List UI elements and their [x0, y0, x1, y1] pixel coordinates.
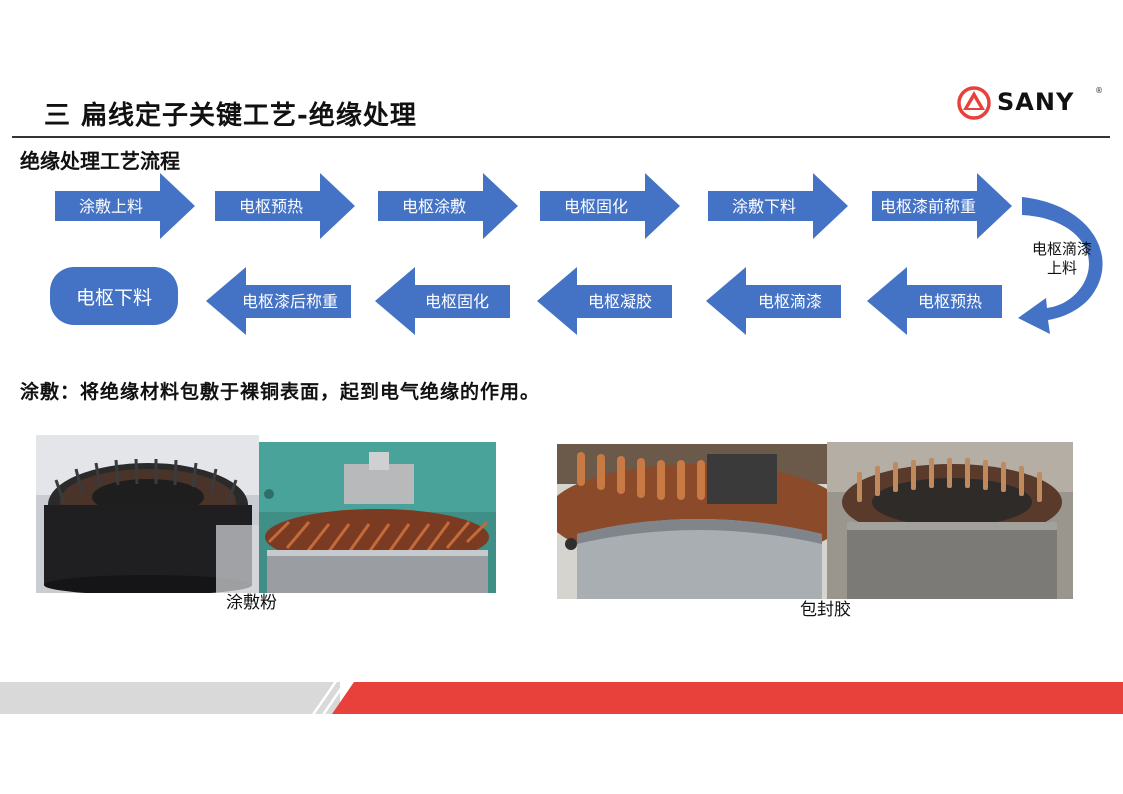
page-title: 三 扁线定子关键工艺-绝缘处理 — [44, 101, 417, 131]
step-label-1: 涂敷上料 — [78, 196, 143, 216]
sany-logo-icon — [957, 86, 991, 120]
flow-arrow-5 — [708, 173, 848, 239]
flow-arrow-2 — [215, 173, 355, 239]
logo-text: SANY — [997, 88, 1075, 116]
flow-arrow-11 — [206, 267, 351, 335]
caption-potting-glue: 包封胶 — [800, 600, 851, 620]
turn-label: 电枢滴漆上料 — [1031, 240, 1092, 277]
step-label-10: 电枢固化 — [424, 292, 489, 311]
step-label-6: 电枢漆前称重 — [879, 196, 976, 216]
step-label-3: 电枢涂敷 — [401, 196, 466, 216]
flow-arrow-3 — [378, 173, 518, 239]
potting-photo-2 — [827, 442, 1073, 599]
flow-arrow-7 — [867, 267, 1002, 335]
registered-mark: ® — [1095, 86, 1103, 95]
step-label-2: 电枢预热 — [238, 196, 303, 216]
step-label-11: 电枢漆后称重 — [241, 291, 338, 311]
flow-arrow-1 — [55, 173, 195, 239]
step-label-9: 电枢凝胶 — [587, 292, 652, 311]
stator-coating-photo-2 — [259, 442, 496, 593]
flow-arrow-10 — [375, 267, 510, 335]
step-label-5: 涂敷下料 — [731, 196, 796, 216]
caption-coating-powder: 涂敷粉 — [226, 593, 277, 613]
process-description: 涂敷：将绝缘材料包敷于裸铜表面，起到电气绝缘的作用。 — [20, 381, 541, 403]
header-divider — [12, 136, 1110, 138]
section-subtitle: 绝缘处理工艺流程 — [20, 149, 180, 173]
flow-end-pill: 电枢下料 — [50, 267, 178, 325]
flow-arrow-6 — [872, 173, 1012, 239]
flow-arrow-4 — [540, 173, 680, 239]
step-label-8: 电枢滴漆 — [757, 292, 822, 311]
footer-band — [0, 682, 1123, 714]
step-label-4: 电枢固化 — [563, 196, 628, 216]
turn-arrow — [1018, 197, 1103, 334]
potting-photo-1 — [557, 444, 827, 599]
stator-coating-photo-1 — [36, 435, 259, 593]
flow-arrow-8 — [706, 267, 841, 335]
flow-arrow-9 — [537, 267, 672, 335]
step-label-7: 电枢预热 — [917, 292, 982, 311]
